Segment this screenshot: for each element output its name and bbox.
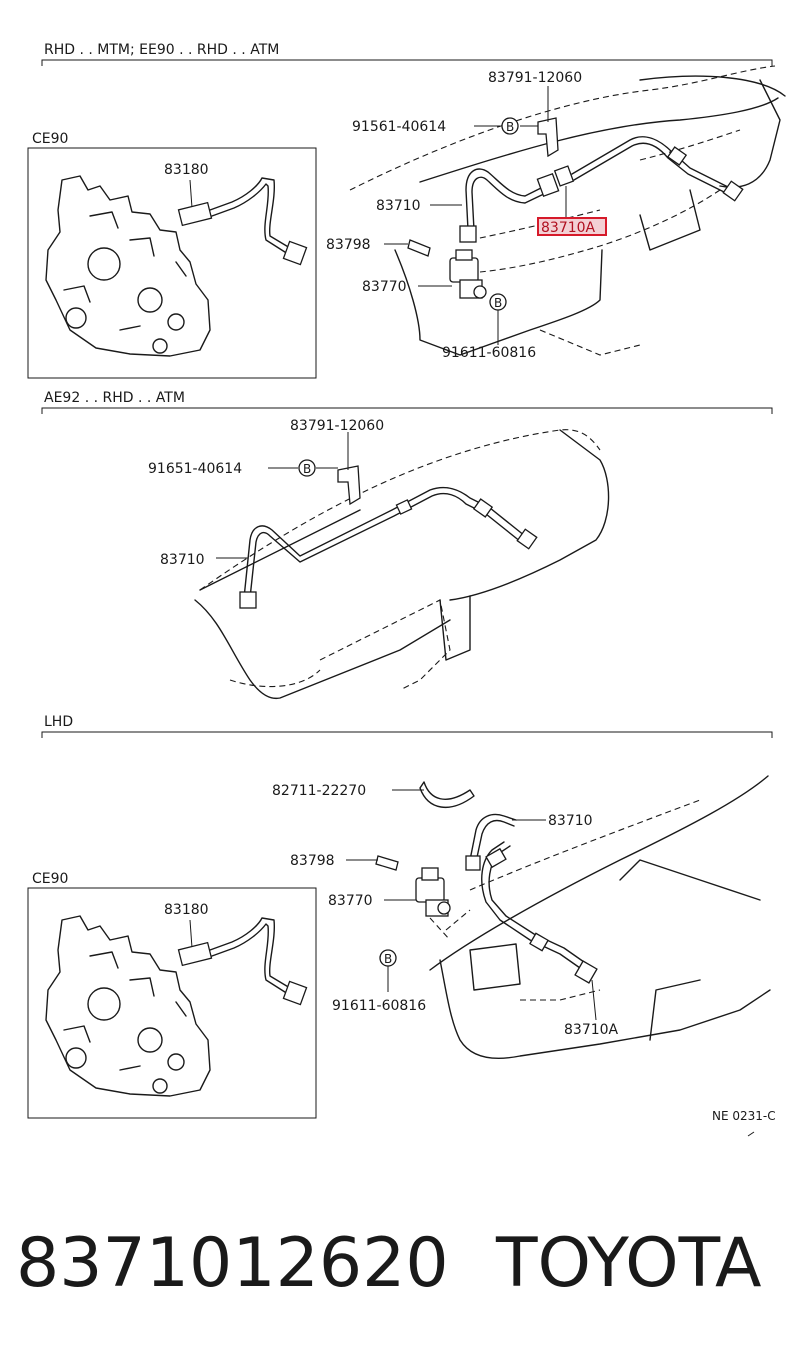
label-bracket-top: 83791-12060 xyxy=(488,70,582,86)
speed-sensor-inset-bottom xyxy=(177,917,308,1006)
section-bottom: LHD xyxy=(27,714,776,1137)
label-cable-bottom: 83710 xyxy=(548,813,593,829)
pin-bottom xyxy=(375,855,399,871)
dashboard-outline-middle xyxy=(194,429,610,700)
inset-bottom-frame xyxy=(27,887,317,1119)
label-cable-top: 83710 xyxy=(376,198,421,214)
figure-code-mark xyxy=(747,1131,755,1137)
transmission-sketch-top xyxy=(45,175,211,357)
inset-top-label: 83180 xyxy=(164,162,209,178)
label-bracket-middle: 83791-12060 xyxy=(290,418,384,434)
leaders-bottom xyxy=(346,789,597,1021)
bolt-symbol-middle xyxy=(298,459,316,477)
bolt-symbol-top-letter: B xyxy=(506,120,514,134)
speed-sensor-inset-top xyxy=(177,177,308,266)
nut-symbol-bottom-letter: B xyxy=(384,952,392,966)
speedometer-cable-top xyxy=(459,136,744,243)
inset-ce90-bottom: CE90 83180 xyxy=(27,871,317,1119)
pin-top xyxy=(407,239,431,257)
bolt-symbol-middle-letter: B xyxy=(303,462,311,476)
label-pin-bottom: 83798 xyxy=(290,853,335,869)
bolt-symbol-top xyxy=(501,117,519,135)
bracket-middle xyxy=(337,465,361,506)
nut-symbol-top xyxy=(489,293,507,311)
footer: 8371012620 TOYOTA xyxy=(16,1224,761,1303)
highlight-box xyxy=(537,217,607,236)
label-cable-a-bottom: 83710A xyxy=(564,1022,619,1038)
bracket-top xyxy=(537,117,559,158)
figure-code: NE 0231-C xyxy=(712,1109,776,1123)
inset-ce90-top: CE90 83180 xyxy=(27,131,317,379)
inset-bottom-title: CE90 xyxy=(32,871,68,887)
section-middle: AE92 . . RHD . . ATM xyxy=(41,390,773,700)
label-clamp-bottom: 82711-22270 xyxy=(272,783,366,799)
label-bolt-middle: 91651-40614 xyxy=(148,461,242,477)
label-nut-top: 91611-60816 xyxy=(442,345,536,361)
inset-bottom-label: 83180 xyxy=(164,902,209,918)
nut-symbol-bottom xyxy=(379,949,397,967)
clamp-bottom xyxy=(419,781,475,809)
footer-part-number: 8371012620 xyxy=(16,1224,449,1303)
label-cable-middle: 83710 xyxy=(160,552,205,568)
label-cable-highlighted: 83710A xyxy=(541,220,596,236)
label-sensor-bottom: 83770 xyxy=(328,893,373,909)
label-bolt-top: 91561-40614 xyxy=(352,119,446,135)
section-middle-header: AE92 . . RHD . . ATM xyxy=(44,390,185,406)
nut-symbol-top-letter: B xyxy=(494,296,502,310)
footer-brand: TOYOTA xyxy=(495,1224,761,1303)
inset-top-frame xyxy=(27,147,317,379)
label-nut-bottom: 91611-60816 xyxy=(332,998,426,1014)
section-top-header: RHD . . MTM; EE90 . . RHD . . ATM xyxy=(44,42,279,58)
dashboard-outline-bottom xyxy=(429,775,771,1059)
speed-sensor-bottom xyxy=(415,867,451,917)
section-bottom-header: LHD xyxy=(44,714,73,730)
inset-top-title: CE90 xyxy=(32,131,68,147)
section-bottom-rule xyxy=(41,731,773,738)
label-pin-top: 83798 xyxy=(326,237,371,253)
speedometer-cable-middle xyxy=(239,486,538,609)
section-top-rule xyxy=(41,59,773,66)
section-middle-rule xyxy=(41,407,773,414)
section-top: RHD . . MTM; EE90 . . RHD . . ATM xyxy=(27,42,786,379)
leaders-top xyxy=(384,86,567,345)
label-sensor-top: 83770 xyxy=(362,279,407,295)
speedometer-cable-bottom xyxy=(465,813,598,984)
speed-sensor-top xyxy=(449,249,487,299)
leaders-middle xyxy=(216,432,349,559)
transmission-sketch-bottom xyxy=(45,915,211,1097)
